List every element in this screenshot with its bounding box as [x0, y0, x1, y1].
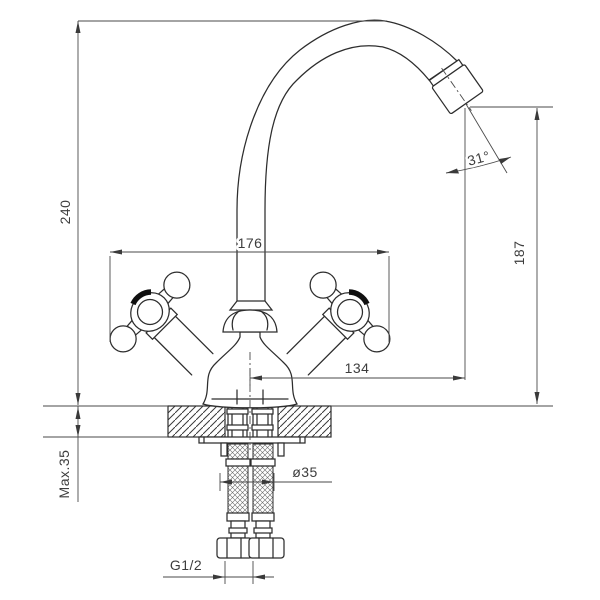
dim-240-label: 240 — [57, 200, 73, 225]
dim-176: 176 — [109, 233, 390, 342]
dim-hole: ø35 — [219, 462, 332, 491]
dim-134-label: 134 — [345, 360, 370, 376]
dim-187: 187 — [470, 106, 553, 404]
handle-left — [109, 271, 191, 353]
hose-right — [250, 443, 276, 539]
dim-angle: 31° — [445, 103, 512, 380]
dim-thread-label: G1/2 — [170, 557, 202, 573]
handle-shading — [348, 289, 370, 306]
mounting-flange — [198, 436, 306, 457]
spout-flare — [228, 300, 274, 311]
mounting-shanks — [226, 405, 274, 438]
dim-angle-label: 31° — [466, 148, 492, 169]
supply-hoses — [216, 443, 285, 559]
dim-176-label: 176 — [238, 235, 263, 251]
faucet-body — [109, 19, 484, 409]
dim-max35-label: Max.35 — [56, 450, 72, 499]
countertop-section — [167, 405, 332, 438]
handle-right — [309, 271, 391, 353]
dim-187-label: 187 — [511, 241, 527, 266]
dim-240: 240 — [55, 20, 387, 405]
dim-hole-label: ø35 — [292, 464, 318, 480]
dim-max35: Max.35 — [54, 406, 81, 502]
spout-nozzle — [428, 58, 484, 115]
collar-nut — [222, 309, 278, 333]
dim-thread: G1/2 — [163, 555, 274, 584]
hose-left — [225, 443, 251, 539]
dim-134: 134 — [249, 358, 465, 386]
hex-nuts — [216, 537, 285, 559]
handle-shading — [130, 289, 152, 306]
dimensions: 240 Max.35 176 134 — [43, 20, 553, 584]
gooseneck-spout — [236, 19, 458, 309]
